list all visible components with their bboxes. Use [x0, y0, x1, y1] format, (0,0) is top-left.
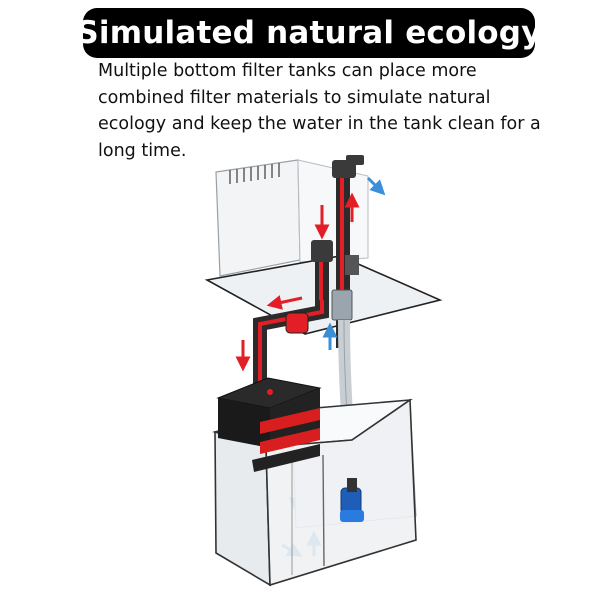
- drain-pipe: [253, 240, 333, 390]
- title-banner: Simulated natural ecology: [76, 8, 541, 58]
- filter-drawer: [260, 408, 320, 434]
- description-text: Multiple bottom filter tanks can place m…: [98, 61, 541, 161]
- water-pump: [340, 478, 364, 522]
- upper-tank-back-panel: [215, 159, 301, 277]
- flow-arrow-blue: [366, 176, 386, 196]
- return-pipe: [331, 155, 364, 348]
- page-title: Simulated natural ecology: [76, 15, 542, 51]
- filter-box: [216, 377, 322, 472]
- filter-drawer: [260, 428, 320, 454]
- flow-arrow-red: [266, 295, 303, 310]
